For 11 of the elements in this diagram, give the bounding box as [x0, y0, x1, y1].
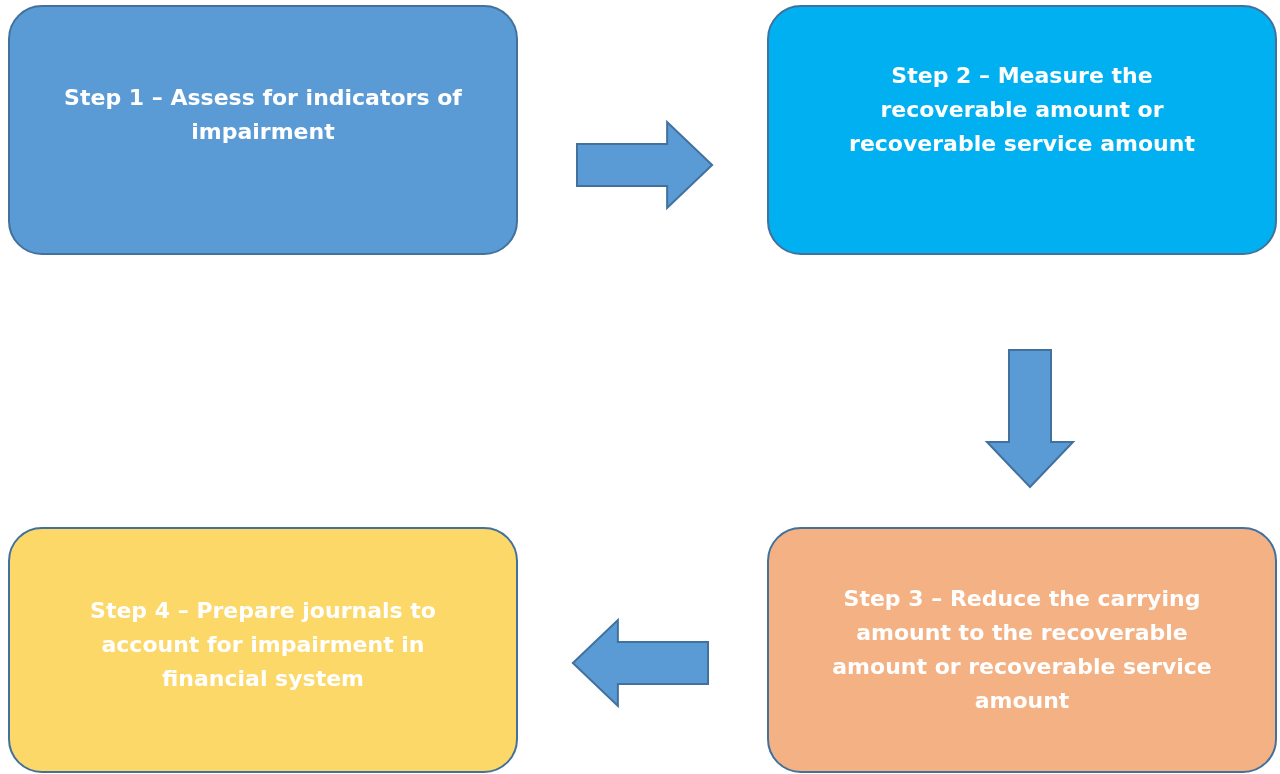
process-box — [767, 527, 1277, 773]
step-text: Step 4 – Prepare journals to account for impairment in financial system — [89, 597, 437, 693]
step-text: Step 3 – Reduce the carrying amount to the recoverable amount or recoverable service amount — [831, 585, 1213, 715]
block-arrow — [576, 119, 714, 211]
step-text: Step 1 – Assess for indicators of impairment — [63, 84, 463, 146]
block-arrow — [571, 617, 709, 709]
process-box — [767, 5, 1277, 255]
step-text: Step 2 – Measure the recoverable amount or recoverable service amount — [848, 62, 1196, 158]
block-arrow — [984, 349, 1076, 489]
process-box — [8, 5, 518, 255]
process-box — [8, 527, 518, 773]
